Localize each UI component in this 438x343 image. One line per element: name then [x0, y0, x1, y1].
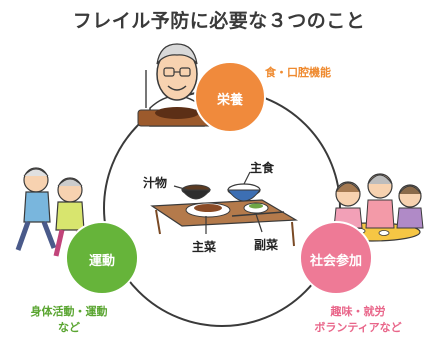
nutrition-circle — [194, 61, 266, 133]
exercise-label: 運動 — [88, 254, 115, 269]
social-sub-label-line2: ボランティアなど — [314, 321, 402, 334]
food-label-side-dish: 副菜 — [254, 238, 279, 252]
exercise-sub-label-line1: 身体活動・運動 — [30, 305, 108, 318]
food-label-main-dish: 主菜 — [192, 240, 217, 254]
social-participation-label: 社会参加 — [309, 254, 362, 269]
food-label-staple: 主食 — [250, 161, 275, 175]
food-pointer-lines — [173, 171, 263, 234]
nutrition-label: 栄養 — [216, 93, 243, 108]
exercise-sub-label-line2: など — [58, 321, 80, 334]
man-eating-illustration — [137, 43, 217, 127]
exercise-circle — [65, 221, 139, 295]
nutrition-sub-label: 食・口腔機能 — [265, 66, 331, 79]
meal-tray-illustration — [150, 183, 299, 247]
food-label-soup: 汁物 — [143, 176, 168, 190]
social-sub-label-line1: 趣味・就労 — [330, 305, 386, 318]
diagram-title: フレイル予防に必要な３つのこと — [72, 10, 366, 32]
social-participation-circle — [299, 221, 373, 295]
social-sub-label: 趣味・就労 ボランティアなど — [300, 303, 416, 335]
exercise-sub-label: 身体活動・運動 など — [14, 303, 124, 335]
